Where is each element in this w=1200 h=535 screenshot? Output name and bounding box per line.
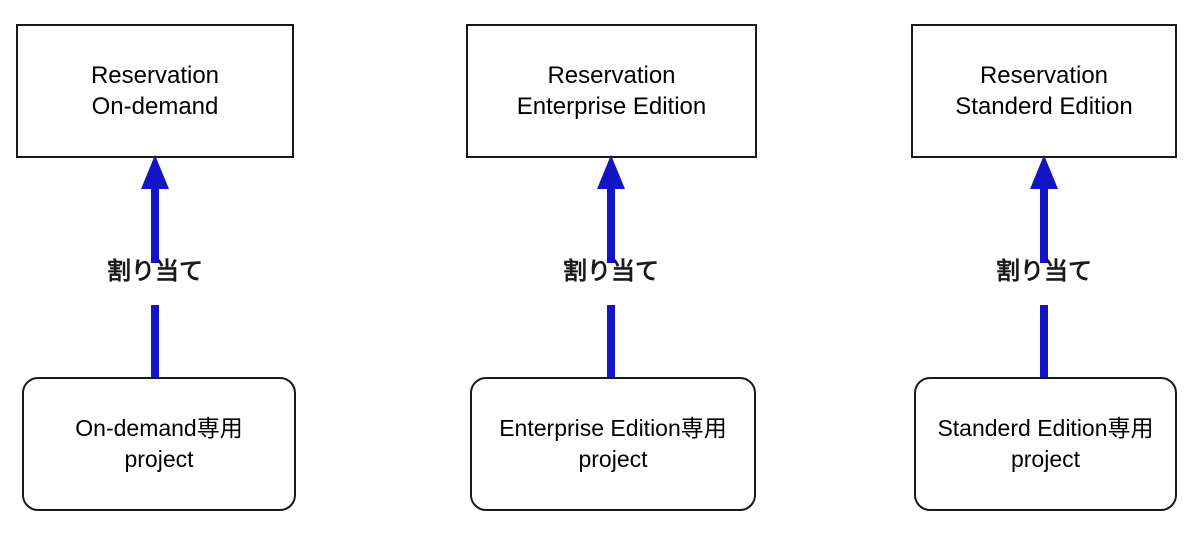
project-node-title-line2: project (578, 446, 648, 472)
edge-label-enterprise-edition: 割り当て (563, 258, 659, 285)
project-node-title-line2: project (124, 446, 194, 472)
project-node-title-line1: Enterprise Edition専用 (499, 415, 727, 441)
assignment-arrow-standerd-edition (1029, 155, 1059, 380)
project-node-on-demand[interactable]: On-demand専用 project (22, 377, 296, 511)
reservation-node-title-line1: Reservation (90, 62, 220, 89)
project-node-title-line1: Standerd Edition専用 (937, 415, 1154, 441)
diagram-column-enterprise-edition: Reservation Enterprise Edition 割り当て Ente… (400, 0, 800, 535)
diagram-column-on-demand: Reservation On-demand 割り当て On-demand専用 p… (0, 0, 400, 535)
edge-label-standerd-edition: 割り当て (996, 258, 1092, 285)
reservation-node-enterprise-edition[interactable]: Reservation Enterprise Edition (466, 24, 757, 158)
assignment-arrow-on-demand (140, 155, 170, 380)
project-node-standerd-edition[interactable]: Standerd Edition専用 project (914, 377, 1177, 511)
reservation-node-standerd-edition[interactable]: Reservation Standerd Edition (911, 24, 1177, 158)
reservation-node-title-line1: Reservation (547, 62, 676, 89)
arrow-up-icon (141, 155, 169, 380)
assignment-arrow-enterprise-edition (596, 155, 626, 380)
project-node-title-line1: On-demand専用 (75, 415, 243, 441)
project-node-title-line2: project (1010, 446, 1081, 472)
reservation-node-on-demand[interactable]: Reservation On-demand (16, 24, 294, 158)
reservation-node-title-line2: On-demand (91, 93, 219, 120)
reservation-node-title-line2: Standerd Edition (955, 93, 1133, 120)
diagram-column-standerd-edition: Reservation Standerd Edition 割り当て Stande… (800, 0, 1200, 535)
reservation-node-title-line2: Enterprise Edition (516, 93, 707, 120)
arrow-up-icon (597, 155, 625, 380)
edge-label-on-demand: 割り当て (107, 258, 203, 285)
reservation-node-title-line1: Reservation (979, 62, 1109, 89)
project-node-enterprise-edition[interactable]: Enterprise Edition専用 project (470, 377, 756, 511)
arrow-up-icon (1030, 155, 1058, 380)
